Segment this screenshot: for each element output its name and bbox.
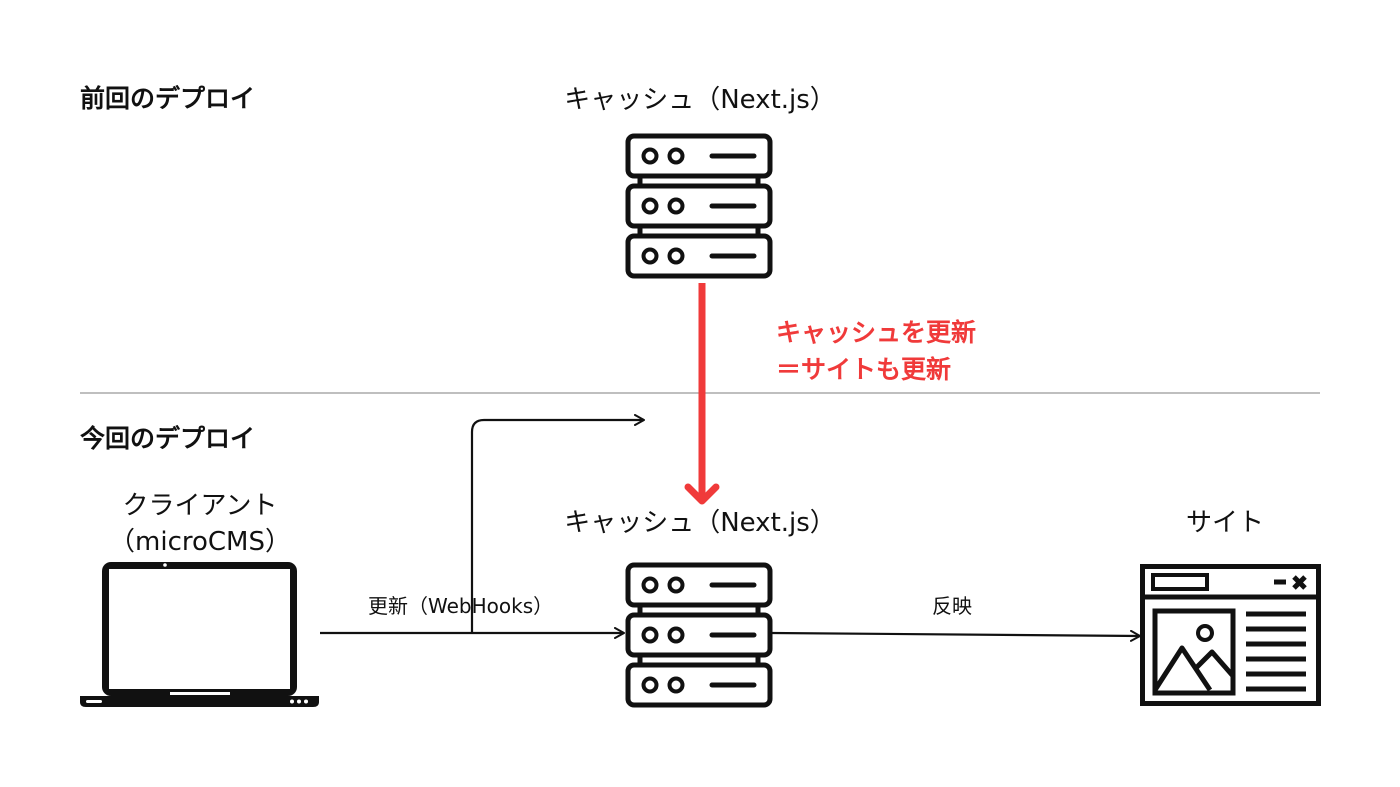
cache-update-note-line2: ＝サイトも更新: [776, 355, 952, 384]
section-title-current: 今回のデプロイ: [80, 424, 256, 453]
client-label: クライアント （microCMS）: [80, 488, 320, 560]
cache-label-bottom: キャッシュ（Next.js）: [564, 508, 836, 538]
browser-window-icon: [1140, 564, 1321, 706]
cache-update-note: キャッシュを更新 ＝サイトも更新: [776, 314, 976, 388]
client-label-line1: クライアント: [122, 491, 278, 521]
arrow-cache-to-site: [771, 629, 1141, 642]
edge-label-update-webhooks: 更新（WebHooks）: [368, 594, 554, 618]
section-title-previous: 前回のデプロイ: [80, 84, 256, 113]
arrow-webhook-branch: [470, 414, 645, 633]
server-icon: [625, 562, 773, 708]
laptop-icon: [80, 562, 319, 707]
client-label-line2: （microCMS）: [109, 527, 291, 557]
cache-label-top: キャッシュ（Next.js）: [564, 85, 836, 115]
server-icon: [625, 133, 773, 279]
edge-label-reflect: 反映: [932, 594, 972, 618]
cache-update-note-line1: キャッシュを更新: [776, 318, 977, 347]
site-label: サイト: [1185, 508, 1264, 538]
red-arrow-cache-update: [684, 283, 720, 505]
